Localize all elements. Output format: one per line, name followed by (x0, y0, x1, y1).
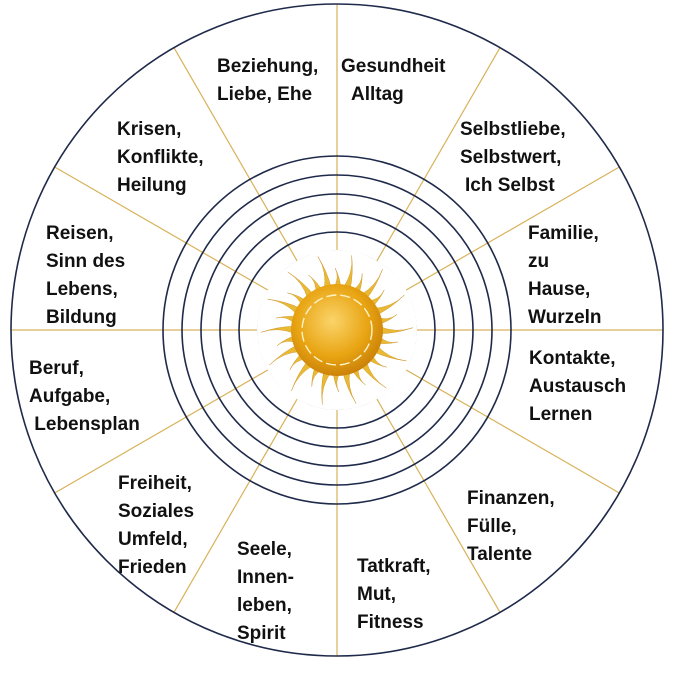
inner-ring (200, 193, 474, 467)
segment-beruf: Beruf, Aufgabe, Lebensplan (29, 355, 140, 439)
sun-ray (287, 271, 315, 300)
segment-line: Innen- (237, 567, 294, 588)
segment-line: Austausch (529, 376, 627, 397)
inner-ring (181, 174, 493, 486)
segment-line: Beruf, (29, 358, 84, 379)
segment-line: Mut, (357, 584, 397, 605)
segment-freiheit: Freiheit, Soziales Umfeld, Frieden (118, 470, 194, 582)
inner-ring (238, 231, 436, 429)
segment-line: Lernen (529, 404, 593, 425)
segment-line: Frieden (118, 557, 187, 578)
segment-line: Umfeld, (118, 529, 188, 550)
segment-seele: Seele, Innen- leben, Spirit (237, 536, 294, 648)
sun-ray (372, 294, 405, 316)
segment-line: Beziehung, (217, 56, 319, 77)
segment-line: Lebensplan (29, 414, 140, 435)
sun-ray (359, 269, 383, 300)
inner-ring (162, 155, 512, 505)
sun-ray (342, 369, 357, 404)
segment-line: Krisen, (117, 119, 182, 140)
segment-line: zu (528, 251, 550, 272)
segment-gesundheit: Gesundheit Alltag (341, 53, 446, 109)
segment-line: Gesundheit (341, 56, 446, 77)
segment-line: Tatkraft, (357, 556, 431, 577)
sun-core (291, 284, 383, 376)
segment-finanzen: Finanzen, Fülle, Talente (467, 485, 555, 569)
segment-line: Selbstwert, (460, 147, 562, 168)
segment-familie: Familie, zu Hause, Wurzeln (528, 220, 602, 332)
outer-ring (10, 3, 664, 657)
segment-line: Selbstliebe, (460, 119, 566, 140)
segment-line: Talente (467, 544, 533, 565)
segment-reisen: Reisen, Sinn des Lebens, Bildung (46, 220, 125, 332)
segment-line: Reisen, (46, 223, 114, 244)
segment-beziehung: Beziehung, Liebe, Ehe (217, 53, 318, 109)
segment-tatkraft: Tatkraft, Mut, Fitness (357, 553, 431, 637)
segment-line: Ich Selbst (465, 175, 555, 196)
segment-line: Kontakte, (529, 348, 616, 369)
segment-line: Freiheit, (118, 473, 192, 494)
segment-line: Aufgabe, (29, 386, 111, 407)
segment-selbstliebe: Selbstliebe, Selbstwert, Ich Selbst (460, 116, 566, 200)
segment-line: Soziales (118, 501, 195, 522)
segment-line: Finanzen, (467, 488, 555, 509)
sun-ray (378, 325, 414, 334)
sun-ray (321, 369, 332, 405)
segment-line: Liebe, Ehe (217, 84, 313, 105)
sun-ray (291, 360, 315, 391)
sun-ray (317, 256, 332, 291)
segment-line: leben, (237, 595, 292, 616)
segment-line: Sinn des (46, 251, 126, 272)
segment-line: Spirit (237, 623, 286, 644)
segment-kontakte: Kontakte, Austausch Lernen (529, 345, 626, 429)
segment-line: Alltag (351, 84, 404, 105)
segment-line: Lebens, (46, 279, 118, 300)
segment-line: Konflikte, (117, 147, 204, 168)
inner-ring (219, 212, 455, 448)
segment-line: Bildung (46, 307, 117, 328)
sun-inner-rim (301, 294, 373, 366)
sun-ray (260, 326, 296, 335)
segment-line: Fitness (357, 612, 424, 633)
segment-line: Fülle, (467, 516, 517, 537)
segment-line: Familie, (528, 223, 599, 244)
sun-ray (342, 255, 353, 291)
segment-krisen: Krisen, Konflikte, Heilung (117, 116, 204, 200)
sun-ray (359, 360, 387, 389)
segment-line: Wurzeln (528, 307, 602, 328)
segment-line: Seele, (237, 539, 292, 560)
sun-ray (269, 344, 302, 366)
sun-icon (257, 250, 417, 410)
segment-line: Hause, (528, 279, 591, 300)
segment-line: Heilung (117, 175, 187, 196)
